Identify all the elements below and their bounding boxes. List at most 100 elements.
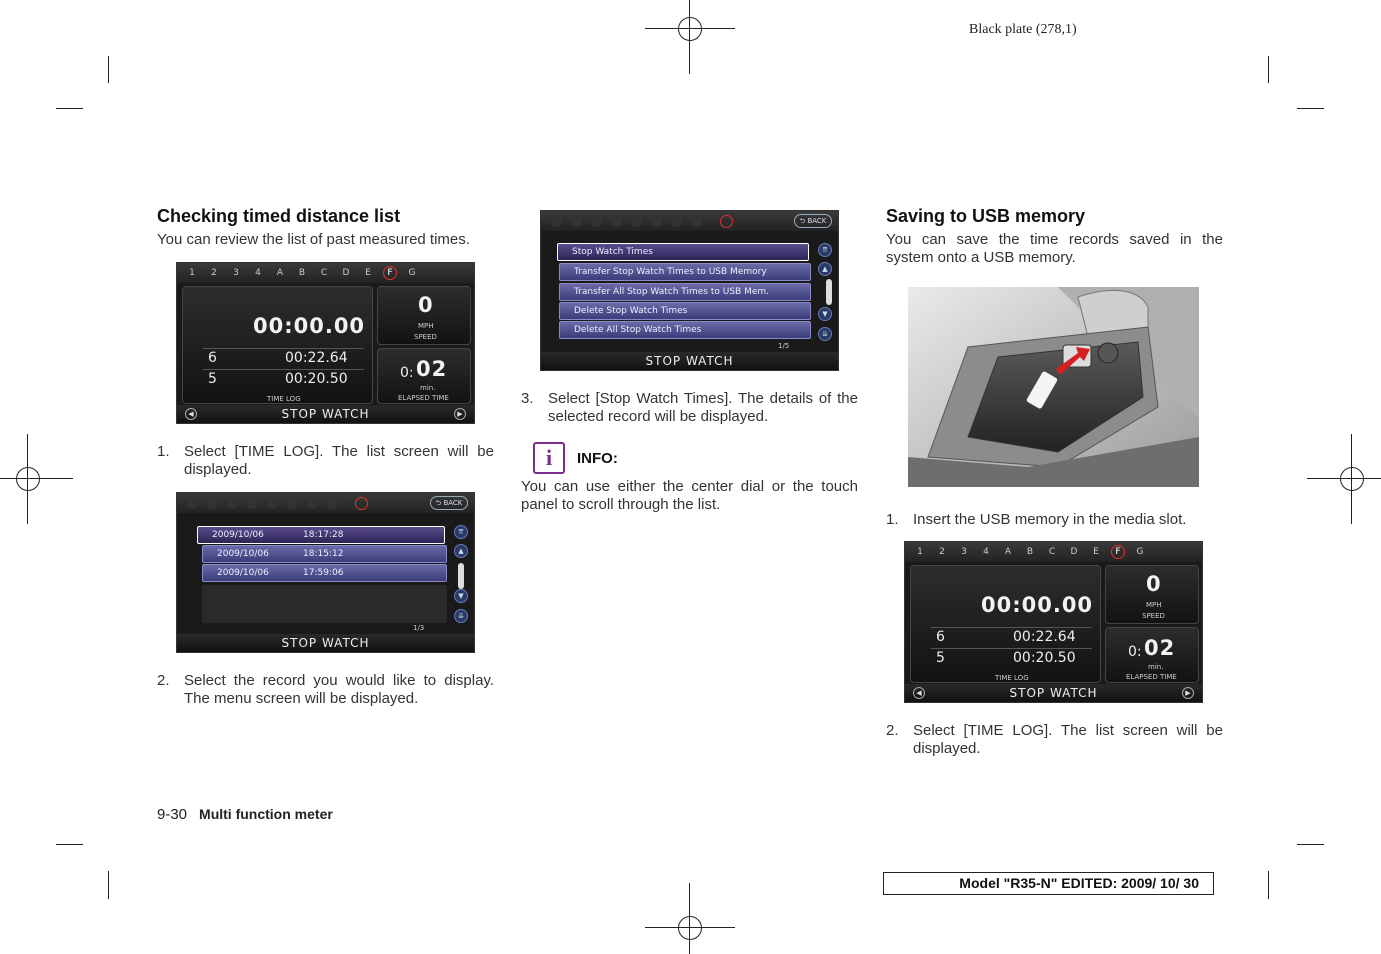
- crop-mark: [108, 871, 109, 899]
- elapsed-value: 02: [416, 357, 448, 381]
- list-item[interactable]: 2009/10/06 18:17:28: [197, 526, 445, 544]
- scroll-top-icon[interactable]: ⇈: [818, 243, 832, 257]
- record-time: 18:15:12: [303, 549, 344, 559]
- console-drawing: [908, 287, 1199, 487]
- list-screen: ⮌ BACK 2009/10/06 18:17:28 2009/10/06 18…: [176, 492, 475, 653]
- scroll-bottom-icon[interactable]: ⇊: [818, 327, 832, 341]
- next-arrow-icon[interactable]: ▶: [1182, 687, 1194, 699]
- tab-2[interactable]: 2: [211, 268, 217, 278]
- speed-label: SPEED: [414, 333, 437, 341]
- previous-arrow-icon[interactable]: ◀: [913, 687, 925, 699]
- right-step-2: 2.Select [TIME LOG]. The list screen wil…: [886, 722, 1223, 758]
- menu-item-stop-watch-times[interactable]: Stop Watch Times: [557, 243, 809, 261]
- speed-panel: 0 MPH SPEED: [1105, 565, 1199, 624]
- step-text: Select the record you would like to disp…: [184, 672, 494, 707]
- tab-c[interactable]: C: [1048, 547, 1056, 557]
- speed-value: 0: [418, 293, 434, 317]
- scroll-bottom-icon[interactable]: ⇊: [454, 609, 468, 623]
- scroll-top-icon[interactable]: ⇈: [454, 525, 468, 539]
- speed-label: SPEED: [1142, 612, 1165, 620]
- tab-g[interactable]: G: [408, 268, 416, 278]
- elapsed-panel: 0: 02 min. ELAPSED TIME: [377, 348, 471, 404]
- scrollbar[interactable]: [458, 563, 464, 589]
- usb-illustration: [908, 287, 1199, 487]
- tab-a[interactable]: A: [276, 268, 284, 278]
- left-step-2: 2.Select the record you would like to di…: [157, 672, 494, 708]
- tab-a[interactable]: A: [1004, 547, 1012, 557]
- back-button[interactable]: ⮌ BACK: [794, 214, 832, 228]
- log-time: 00:20.50: [1013, 650, 1076, 666]
- record-date: 2009/10/06: [212, 530, 264, 540]
- status-dot: [591, 216, 602, 227]
- status-dot: [207, 498, 218, 509]
- info-icon: i: [533, 442, 565, 474]
- right-column: Saving to USB memory You can save the ti…: [886, 207, 1223, 267]
- crop-mark: [1268, 56, 1269, 83]
- menu-item-delete[interactable]: Delete Stop Watch Times: [559, 302, 811, 320]
- tab-3[interactable]: 3: [961, 547, 967, 557]
- tab-2[interactable]: 2: [939, 547, 945, 557]
- tab-g[interactable]: G: [1136, 547, 1144, 557]
- tab-d[interactable]: D: [1070, 547, 1078, 557]
- log-time: 00:22.64: [1013, 629, 1076, 645]
- menu-item-delete-all[interactable]: Delete All Stop Watch Times: [559, 321, 811, 339]
- log-time: 00:22.64: [285, 350, 348, 366]
- tab-e[interactable]: E: [365, 268, 371, 278]
- time-log-panel[interactable]: 00:00.00 6 00:22.64 5 00:20.50 TIME LOG: [182, 286, 373, 404]
- scroll-up-icon[interactable]: ▲: [818, 262, 832, 276]
- divider: [931, 627, 1092, 628]
- record-time: 18:17:28: [303, 530, 344, 540]
- log-lap-number: 5: [936, 650, 945, 666]
- stopwatch-screen-2: 1 2 3 4 A B C D E F G 00:00.00 6 00:22.6…: [904, 541, 1203, 703]
- status-dot: [611, 216, 622, 227]
- log-lap-number: 6: [208, 350, 217, 366]
- page-indicator: 1/5: [778, 342, 790, 350]
- screen-footer: STOP WATCH: [177, 405, 474, 423]
- scroll-down-icon[interactable]: ▼: [454, 589, 468, 603]
- tab-bar: 1 2 3 4 A B C D E F G: [177, 263, 474, 283]
- tab-4[interactable]: 4: [983, 547, 989, 557]
- tab-f[interactable]: F: [383, 266, 397, 280]
- status-dot: [651, 216, 662, 227]
- scroll-up-icon[interactable]: ▲: [454, 544, 468, 558]
- status-dot: [267, 498, 278, 509]
- tab-c[interactable]: C: [320, 268, 328, 278]
- tab-bar: 1 2 3 4 A B C D E F G: [905, 542, 1202, 562]
- tab-d[interactable]: D: [342, 268, 350, 278]
- log-time: 00:20.50: [285, 371, 348, 387]
- previous-arrow-icon[interactable]: ◀: [185, 408, 197, 420]
- list-item[interactable]: 2009/10/06 18:15:12: [202, 545, 447, 563]
- crop-mark: [56, 844, 83, 845]
- step-number: 3.: [521, 390, 534, 407]
- speed-unit: MPH: [1146, 601, 1162, 609]
- page-indicator: 1/3: [413, 624, 425, 632]
- log-lap-number: 5: [208, 371, 217, 387]
- menu-item-transfer-to-usb[interactable]: Transfer Stop Watch Times to USB Memory: [559, 263, 811, 281]
- tab-3[interactable]: 3: [233, 268, 239, 278]
- scroll-down-icon[interactable]: ▼: [818, 307, 832, 321]
- step-text: Select [TIME LOG]. The list screen will …: [913, 722, 1223, 757]
- registration-mark-right: [1307, 434, 1381, 524]
- next-arrow-icon[interactable]: ▶: [454, 408, 466, 420]
- scrollbar[interactable]: [826, 279, 832, 305]
- back-button[interactable]: ⮌ BACK: [430, 496, 468, 510]
- tab-f[interactable]: F: [1111, 545, 1125, 559]
- step-text: Insert the USB memory in the media slot.: [913, 511, 1187, 528]
- screen-footer: STOP WATCH: [541, 352, 838, 370]
- menu-item-transfer-all-to-usb[interactable]: Transfer All Stop Watch Times to USB Mem…: [559, 283, 811, 301]
- tab-1[interactable]: 1: [917, 547, 923, 557]
- main-time: 00:00.00: [253, 314, 366, 338]
- step-text: Select [Stop Watch Times]. The details o…: [548, 390, 858, 425]
- tab-b[interactable]: B: [298, 268, 306, 278]
- tab-1[interactable]: 1: [189, 268, 195, 278]
- tab-b[interactable]: B: [1026, 547, 1034, 557]
- list-item[interactable]: 2009/10/06 17:59:06: [202, 564, 447, 582]
- left-step-1: 1.Select [TIME LOG]. The list screen wil…: [157, 443, 494, 479]
- elapsed-panel: 0: 02 min. ELAPSED TIME: [1105, 627, 1199, 683]
- screen-footer: STOP WATCH: [905, 684, 1202, 702]
- elapsed-prefix: 0:: [400, 365, 414, 381]
- time-log-panel[interactable]: 00:00.00 6 00:22.64 5 00:20.50 TIME LOG: [910, 565, 1101, 683]
- tab-4[interactable]: 4: [255, 268, 261, 278]
- elapsed-label: ELAPSED TIME: [1126, 673, 1177, 681]
- tab-e[interactable]: E: [1093, 547, 1099, 557]
